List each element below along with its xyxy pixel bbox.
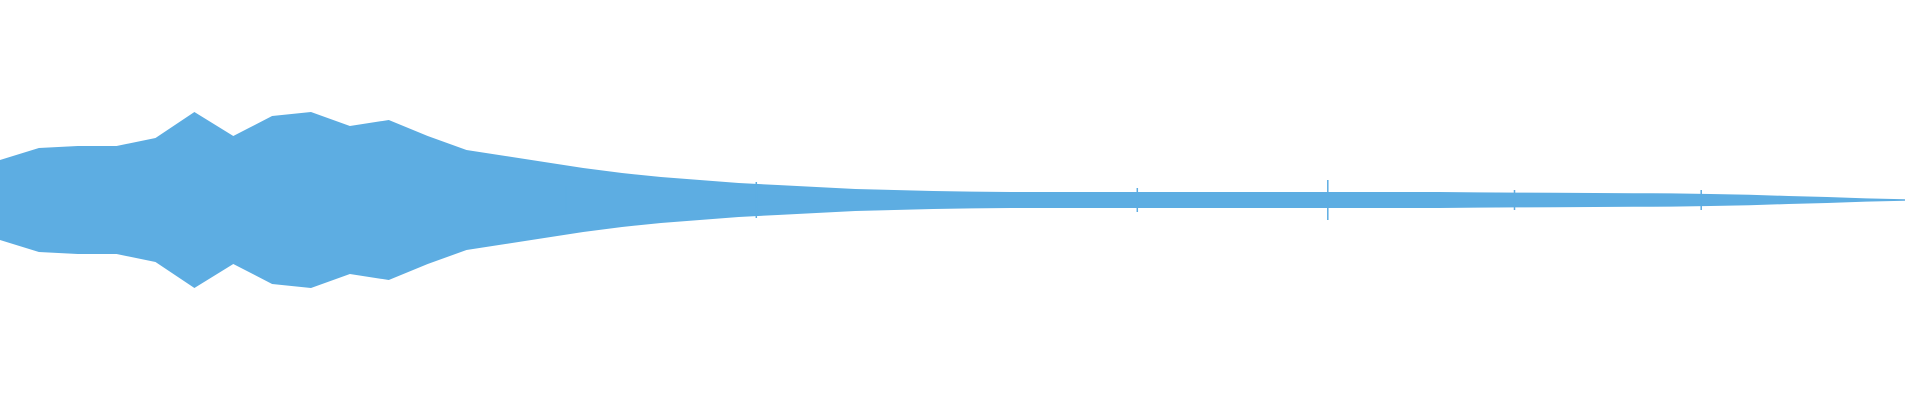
waveform-envelope: [0, 112, 1905, 288]
waveform-spikes: [565, 180, 1702, 220]
